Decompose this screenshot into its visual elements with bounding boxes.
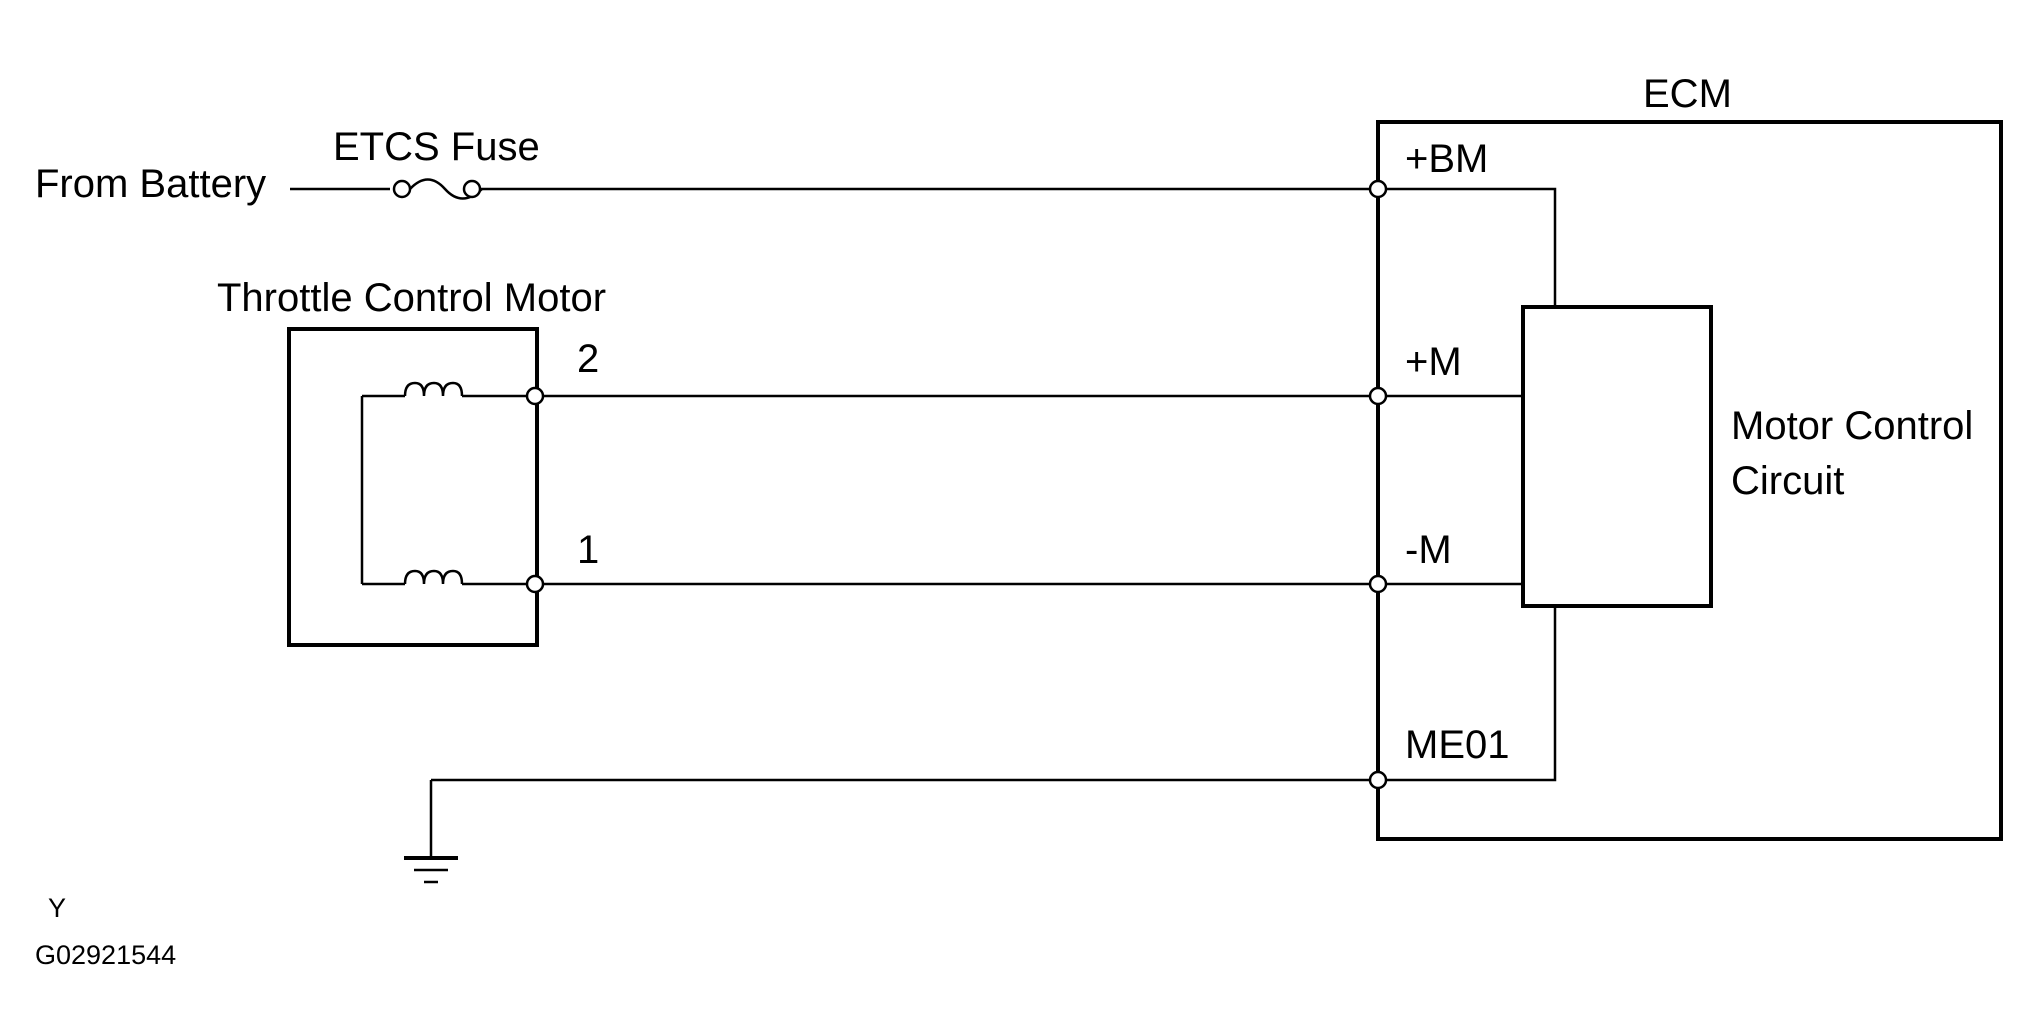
- lower-coil-icon: [403, 569, 464, 585]
- pin-m-minus-label: -M: [1405, 528, 1452, 572]
- ecm-terminal-m-minus: [1368, 574, 1388, 594]
- pin-m-plus-label: +M: [1405, 340, 1462, 384]
- fuse-terminal-left: [392, 179, 412, 199]
- from-battery-label: From Battery: [35, 162, 266, 206]
- motor-control-label-line1: Motor Control: [1731, 404, 1973, 448]
- motor-pin-2-label: 2: [577, 337, 599, 381]
- motor-label: Throttle Control Motor: [217, 276, 606, 320]
- fuse-label: ETCS Fuse: [333, 125, 540, 169]
- me01-internal-wire: [1386, 606, 1557, 782]
- motor-control-circuit-box: [1521, 305, 1713, 608]
- motor-terminal-2: [525, 386, 545, 406]
- pin-me01-label: ME01: [1405, 723, 1510, 767]
- fuse-terminal-right: [462, 179, 482, 199]
- corner-letter: Y: [48, 893, 66, 923]
- ecm-box: [1376, 120, 2003, 841]
- ecm-label: ECM: [1643, 72, 1732, 116]
- upper-coil-icon: [403, 381, 464, 397]
- bm-internal-wire: [1386, 187, 1557, 307]
- motor-box: [287, 327, 539, 647]
- pin-bm-label: +BM: [1405, 137, 1488, 181]
- ground-icon: [404, 856, 458, 884]
- motor-pin-1-label: 1: [577, 528, 599, 572]
- ecm-terminal-me01: [1368, 770, 1388, 790]
- fuse-symbol: [392, 178, 483, 200]
- motor-terminal-1: [525, 574, 545, 594]
- ecm-terminal-m-plus: [1368, 386, 1388, 406]
- figure-id: G02921544: [35, 940, 176, 970]
- motor-control-label-line2: Circuit: [1731, 459, 1844, 503]
- ecm-terminal-bm: [1368, 179, 1388, 199]
